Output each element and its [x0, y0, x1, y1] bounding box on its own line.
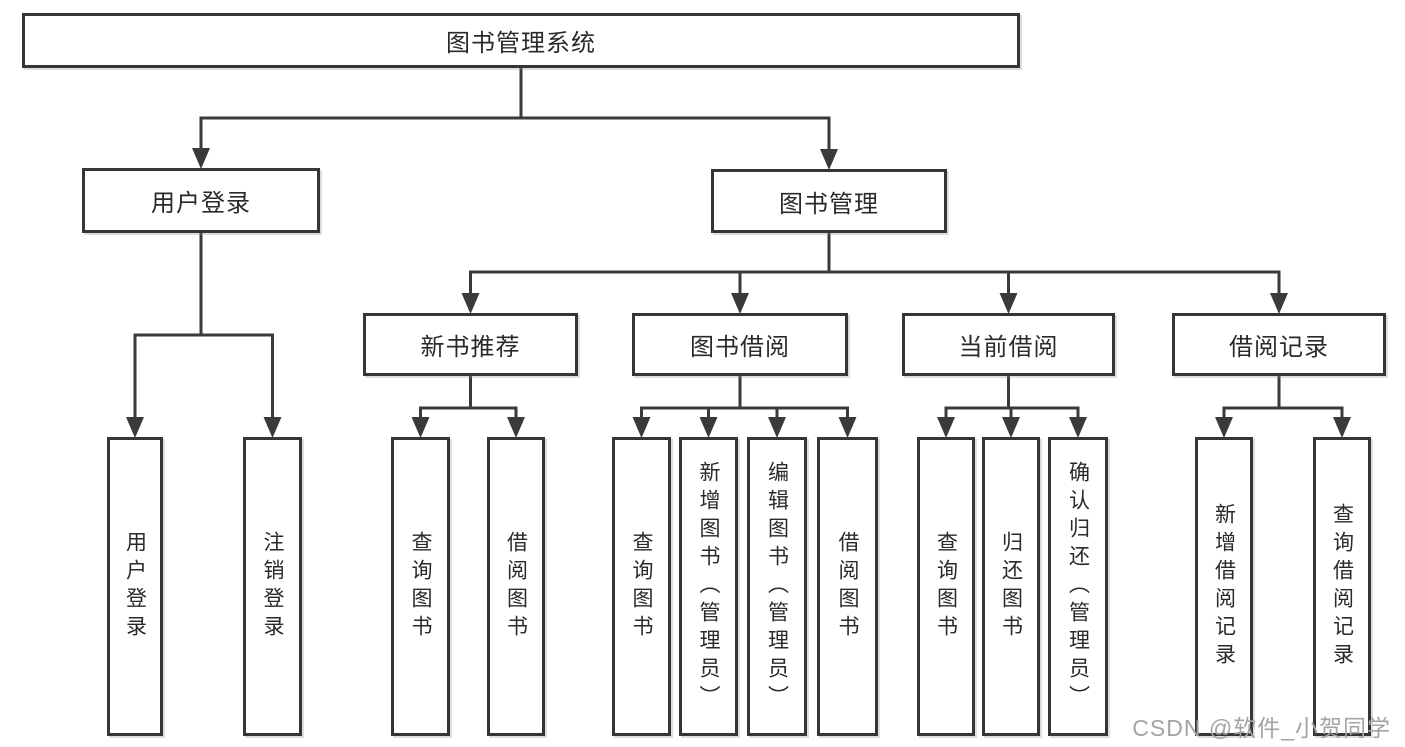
node-label-bb-edit: 编辑图书（管理员） — [765, 460, 789, 713]
node-bb-add: 新增图书（管理员） — [679, 437, 738, 736]
arrowhead-down-icon — [1270, 293, 1288, 314]
arrowhead-down-icon — [507, 417, 525, 438]
arrowhead-down-icon — [699, 417, 718, 438]
node-cb-return: 归还图书 — [982, 437, 1040, 736]
node-label-book-mgmt: 图书管理 — [779, 190, 879, 218]
arrowhead-down-icon — [937, 417, 955, 438]
arrowhead-down-icon — [999, 293, 1018, 314]
node-book-borrow: 图书借阅 — [632, 313, 848, 376]
node-current-borrow: 当前借阅 — [902, 313, 1115, 376]
node-label-bb-add: 新增图书（管理员） — [697, 460, 720, 713]
node-label-current-borrow: 当前借阅 — [958, 334, 1059, 361]
arrowhead-down-icon — [838, 417, 857, 438]
node-label-borrow-records: 借阅记录 — [1229, 334, 1329, 361]
node-label-bb-query: 查询图书 — [630, 530, 653, 643]
node-br-query: 查询借阅记录 — [1313, 437, 1371, 736]
node-borrow-records: 借阅记录 — [1172, 313, 1386, 376]
node-new-books: 新书推荐 — [363, 313, 578, 376]
node-nb-borrow: 借阅图书 — [487, 437, 545, 736]
node-br-add: 新增借阅记录 — [1195, 437, 1253, 736]
arrowhead-down-icon — [1002, 417, 1020, 438]
arrowhead-down-icon — [192, 148, 210, 169]
node-label-nb-query: 查询图书 — [409, 530, 432, 643]
node-user-login: 用户登录 — [82, 168, 320, 233]
node-root: 图书管理系统 — [22, 13, 1020, 68]
node-leaf-user-login: 用户登录 — [107, 437, 163, 736]
node-label-br-add: 新增借阅记录 — [1212, 502, 1236, 671]
node-label-new-books: 新书推荐 — [420, 334, 521, 361]
arrowhead-down-icon — [263, 417, 282, 438]
node-label-cb-return: 归还图书 — [999, 530, 1023, 643]
node-label-cb-confirm: 确认归还（管理员） — [1066, 460, 1090, 713]
arrowhead-down-icon — [1215, 417, 1233, 438]
node-cb-query: 查询图书 — [917, 437, 975, 736]
arrowhead-down-icon — [820, 149, 838, 170]
arrowhead-down-icon — [1333, 417, 1351, 438]
node-bb-query: 查询图书 — [612, 437, 671, 736]
node-label-nb-borrow: 借阅图书 — [504, 530, 528, 643]
node-nb-query: 查询图书 — [391, 437, 450, 736]
node-label-root: 图书管理系统 — [446, 30, 596, 57]
node-bb-borrow: 借阅图书 — [817, 437, 878, 736]
arrowhead-down-icon — [461, 293, 480, 314]
node-label-user-login: 用户登录 — [151, 190, 251, 217]
node-label-leaf-logout: 注销登录 — [261, 530, 284, 643]
arrowhead-down-icon — [1069, 417, 1087, 438]
node-cb-confirm: 确认归还（管理员） — [1048, 437, 1108, 736]
node-label-bb-borrow: 借阅图书 — [836, 530, 859, 643]
arrowhead-down-icon — [731, 293, 749, 314]
node-label-book-borrow: 图书借阅 — [690, 334, 790, 361]
node-label-leaf-user-login: 用户登录 — [123, 530, 147, 643]
node-label-br-query: 查询借阅记录 — [1330, 502, 1354, 671]
node-bb-edit: 编辑图书（管理员） — [747, 437, 807, 736]
arrowhead-down-icon — [768, 417, 786, 438]
arrowhead-down-icon — [411, 417, 430, 438]
arrowhead-down-icon — [632, 417, 651, 438]
node-label-cb-query: 查询图书 — [934, 530, 958, 643]
arrowhead-down-icon — [126, 417, 144, 438]
node-book-mgmt: 图书管理 — [711, 169, 947, 233]
node-leaf-logout: 注销登录 — [243, 437, 302, 736]
csdn-watermark: CSDN @软件_小贺同学 — [1132, 715, 1391, 741]
